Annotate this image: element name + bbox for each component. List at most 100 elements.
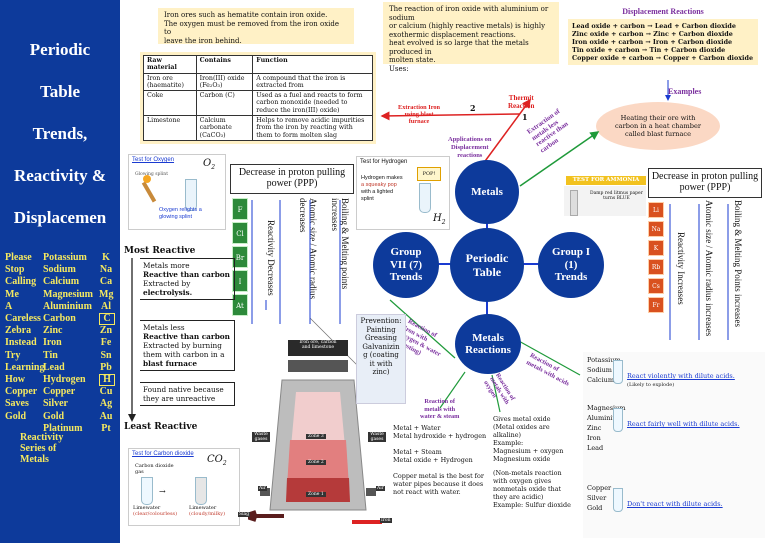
acid-metal: Copper — [587, 484, 612, 492]
oxygen-caption: Oxygen relights a glowing splint — [159, 207, 202, 220]
mnemonic-metal: Iron — [43, 337, 62, 349]
mnemonic-metal: Lead — [43, 361, 65, 373]
caption-line: a squeaky pop — [361, 182, 397, 188]
note-line: Copper metal is the best for — [393, 472, 484, 480]
examples-label: Examples — [668, 87, 702, 96]
node-line: Table — [472, 265, 502, 279]
mnemonic-word: Gold — [5, 410, 27, 422]
mnemonic-metal: Silver — [43, 398, 68, 410]
air-label-right: Air — [376, 486, 385, 491]
blast-furnace-diagram: Iron ore, carbon and limestone Waste gas… — [238, 340, 398, 534]
ppp-left-arrows — [251, 200, 341, 324]
note-line: Metal hydroxide + hydrogen — [393, 432, 487, 440]
ammonia-test-image: Damp red litmus paper turns BLUE — [564, 186, 646, 216]
label-line: water & steam — [420, 413, 460, 420]
node-line: (1) — [564, 258, 578, 271]
zone-3-label: Zone 3 — [306, 434, 326, 439]
mnemonic-symbol: Fe — [100, 337, 112, 349]
mnemonic-word: Calling — [5, 276, 37, 288]
acid-reaction-label: React fairly well with dilute acids. — [627, 420, 740, 428]
title-line-1: Periodic — [29, 40, 91, 59]
prevention-line: zinc) — [372, 368, 390, 376]
element-cell: At — [232, 294, 248, 316]
label-line: gases — [254, 437, 268, 442]
acid-reaction-text: React fairly well with dilute acids. — [627, 420, 740, 428]
iron-ore-note: Iron ores such as hematite contain iron … — [158, 8, 354, 45]
node-line: Group — [390, 246, 422, 259]
mnemonic-metal: Magnesium — [43, 288, 93, 300]
arrow-icon: → — [159, 487, 166, 496]
node-line: Trends — [554, 271, 588, 284]
displacement-box: Displacement Reactions Lead oxide + carb… — [568, 8, 758, 80]
waste-gases-left: Waste gases — [252, 432, 270, 442]
ammonia-test-banner: TEST FOR AMMONIA GAS — [566, 176, 646, 192]
table-cell: Used as a fuel and reacts to form carbon… — [252, 90, 373, 117]
label-line: Waste — [254, 432, 268, 437]
note-line: carbon in a heat chamber — [614, 122, 701, 130]
periodic-table-node: Periodic Table — [450, 228, 524, 302]
least-reactive-label: Least Reactive — [124, 422, 198, 432]
furnace-svg — [248, 360, 382, 524]
note-line: (Non-metals reaction — [493, 469, 562, 477]
air-inlet — [366, 488, 376, 496]
caption-line: Metals — [20, 454, 49, 465]
label-line: gas — [135, 469, 144, 475]
acid-reaction-text: Don't react with dilute acids. — [627, 500, 723, 508]
waste-gases-right: Waste gases — [368, 432, 386, 442]
mnemonic-metal: Platinum — [43, 422, 83, 434]
note-line: called blast furnace — [624, 130, 692, 138]
label-line: and limestone — [301, 345, 335, 350]
furnace-top — [288, 360, 348, 372]
mnemonic-symbol: Zn — [99, 325, 113, 337]
equation: Iron oxide + carbon → Iron + Carbon diox… — [572, 38, 733, 46]
mnemonic-symbol: Au — [99, 410, 113, 422]
note-line: Example: — [493, 439, 524, 447]
caption-line: glowing splint — [159, 213, 193, 220]
test-tube-icon — [185, 179, 197, 211]
mnemonic-metal: Gold — [43, 410, 65, 422]
hydrogen-formula: H2 — [433, 213, 446, 226]
acid-metal: Zinc — [587, 424, 602, 432]
label-line: reactions — [457, 152, 483, 159]
bp-mp-increases-left: Boiling & Melting points increases — [330, 198, 350, 290]
note-line: Metals less — [143, 323, 185, 332]
reactivity-arrow — [128, 258, 136, 422]
label-line: Reaction — [508, 102, 535, 110]
label-line: Applications on — [448, 136, 492, 143]
test-tube-icon — [419, 183, 431, 213]
mnemonic-word: Stop — [5, 264, 25, 276]
blast-furnace-note: Heating their ore with carbon in a heat … — [596, 102, 720, 150]
label-line: using blast — [404, 111, 434, 118]
zone-1-label: Zone 1 — [306, 492, 326, 497]
label-line: Damp red litmus paper — [590, 191, 643, 196]
note-line: Metals more — [143, 261, 190, 270]
splint-icon — [141, 181, 157, 203]
caption-line: Oxygen relights a — [159, 207, 202, 213]
mnemonic-symbol: Ca — [99, 276, 113, 288]
prevention-line: Prevention: — [360, 317, 402, 325]
mnemonic-metal: Tin — [43, 349, 58, 361]
caption-line: splint — [361, 196, 374, 202]
co2-gas-label: Carbon dioxide gas — [135, 463, 174, 475]
label-line: furnace — [408, 118, 430, 125]
note-line: Uses: — [389, 64, 409, 73]
atomic-size-decreases: Atomic size / Atomic radius decreases — [298, 198, 318, 299]
hydrogen-caption: Hydrogen makes a squeaky pop with a ligh… — [361, 175, 403, 203]
equation: Lead oxide + carbon → Lead + Carbon diox… — [572, 22, 736, 30]
ppp-right-title: Decrease in proton pulling power (PPP) — [648, 168, 762, 198]
note-line: they are acidic) — [493, 493, 544, 501]
table-cell: Calcium carbonate (CaCO₃) — [195, 115, 254, 141]
mnemonic-symbol: H — [99, 374, 115, 386]
test-tube-icon — [613, 408, 623, 432]
arrow-less-reactive — [519, 131, 600, 187]
mnemonic-symbol: Pt — [101, 422, 111, 434]
mnemonic-word: A — [5, 300, 13, 312]
table-cell: Carbon (C) — [195, 90, 254, 117]
group1-node: Group I (1) Trends — [538, 232, 604, 298]
acid-note: (Likely to explode) — [627, 382, 675, 388]
label-line: Limewater — [133, 505, 161, 511]
acid-metal: Magnesium — [587, 404, 626, 412]
note-line: Extracted by — [143, 279, 191, 288]
